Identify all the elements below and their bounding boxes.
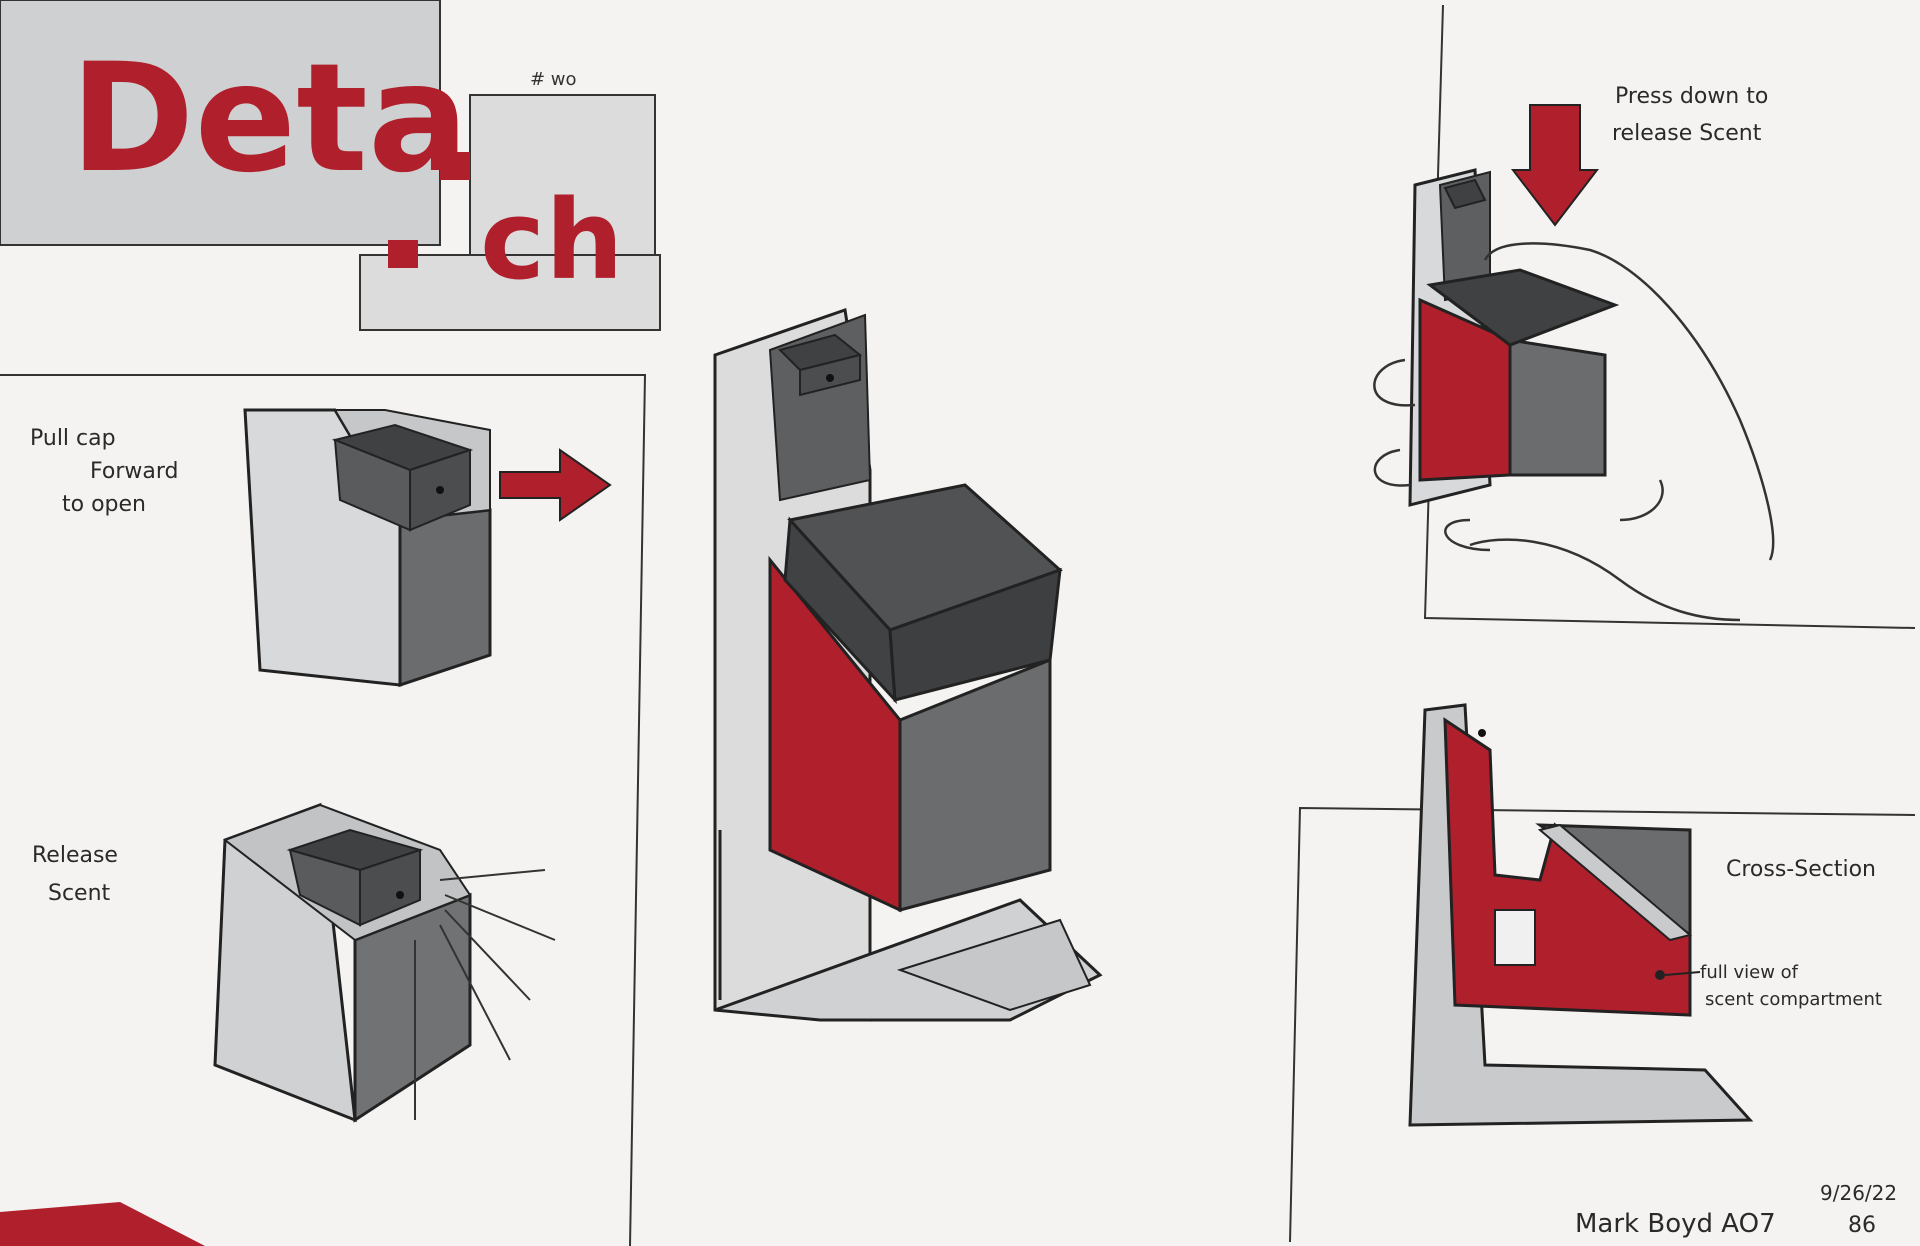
corner-note: # wo: [530, 69, 577, 90]
cube-release-scent: [213, 802, 556, 1123]
arrow-right-icon: [499, 448, 612, 522]
signature-date: 9/26/22: [1820, 1181, 1897, 1205]
caption-pull-cap: Pull cap Forward to open: [30, 426, 185, 517]
title-part1: Deta: [70, 32, 469, 206]
hand-icon: [1373, 242, 1775, 622]
device-main-view: [713, 307, 1103, 1022]
left-panel-border: [0, 374, 647, 1246]
caption-cross-section: Cross-Section: [1726, 857, 1876, 882]
title-logo: Deta ch # wo: [0, 0, 661, 331]
caption-full-view: full view of scent compartment: [1700, 962, 1882, 1010]
cube-pull-cap: [243, 408, 492, 688]
red-corner-mark: [0, 1202, 205, 1246]
caption-release-scent: Release Scent: [32, 843, 125, 906]
device-cross-section: [1408, 703, 1754, 1127]
cross-section-panel-border: [1289, 806, 1916, 1243]
caption-press-down: Press down to release Scent: [1612, 84, 1775, 146]
signature-name: Mark Boyd AO7: [1575, 1209, 1776, 1239]
arrow-down-icon: [1510, 104, 1600, 227]
signature-section: 86: [1848, 1213, 1876, 1238]
title-part2: ch: [480, 176, 624, 304]
device-hand-view: [1408, 168, 1620, 507]
